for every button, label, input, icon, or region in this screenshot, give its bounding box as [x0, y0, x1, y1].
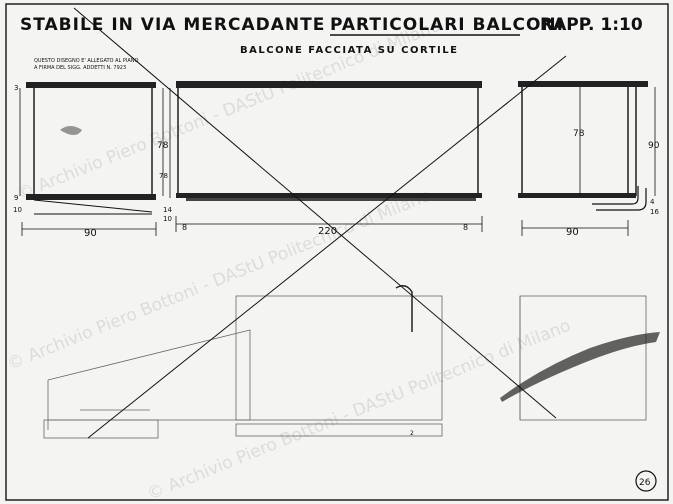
left-bottom-dim: 10	[13, 206, 22, 214]
left-bottom-slab	[26, 194, 156, 200]
right-width-dim: 90	[566, 227, 579, 238]
drawing-title: STABILE IN VIA MERCADANTE	[20, 15, 325, 35]
sheet-title: PARTICOLARI BALCONI	[330, 15, 564, 35]
left-width-dim: 90	[84, 228, 97, 239]
drawing-subtitle: BALCONE FACCIATA SU CORTILE	[240, 45, 458, 56]
sheet-number: 26	[639, 478, 651, 488]
cross-line-2	[87, 55, 567, 439]
scale-label: RAPP. 1:10	[540, 15, 643, 35]
right-top-slab	[518, 81, 648, 87]
left-section-view: 78 3 10 9 90	[13, 82, 169, 239]
left-top-dim: 3	[14, 84, 18, 92]
stamp-note-line-2: A FIRMA DEL SIGG. ADDETTI N. 7923	[34, 65, 126, 71]
left-side-dim: 9	[14, 194, 18, 202]
center-offset-right-dim: 8	[463, 223, 468, 232]
right-section-view: 78 90 4 16 90	[518, 81, 660, 238]
left-top-slab	[26, 82, 156, 88]
sheet-number-circle	[635, 470, 657, 492]
stamp-note-line-1: QUESTO DISEGNO E' ALLEGATO AL PIANO	[34, 58, 139, 64]
watermark-text-3: © Archivio Piero Bottoni - DAStU Politec…	[144, 316, 573, 504]
pair-b-dim: 10	[163, 215, 172, 223]
pair-a-dim: 14	[163, 206, 172, 214]
center-width-dim: 220	[318, 226, 337, 237]
sheet-border	[5, 3, 669, 501]
mini-label: 2	[410, 430, 414, 437]
center-height-dim: 78	[159, 172, 168, 180]
right-bottom-slab	[518, 193, 636, 198]
right-total-dim: 90	[648, 141, 660, 151]
watermark: © Archivio Piero Bottoni - DAStU Politec…	[4, 16, 573, 504]
ink-smear	[500, 332, 660, 402]
lower-details: 2	[43, 285, 647, 439]
center-base-rail	[176, 193, 482, 198]
center-top-rail	[176, 81, 482, 88]
center-elevation-view: 78 220 8 8 14 10	[159, 81, 483, 237]
center-offset-left-dim: 8	[182, 223, 187, 232]
right-height-dim: 78	[573, 129, 585, 139]
left-height-dim: 78	[157, 141, 169, 151]
right-b-dim: 16	[650, 208, 659, 216]
right-a-dim: 4	[650, 198, 655, 206]
cross-line-1	[73, 7, 557, 419]
